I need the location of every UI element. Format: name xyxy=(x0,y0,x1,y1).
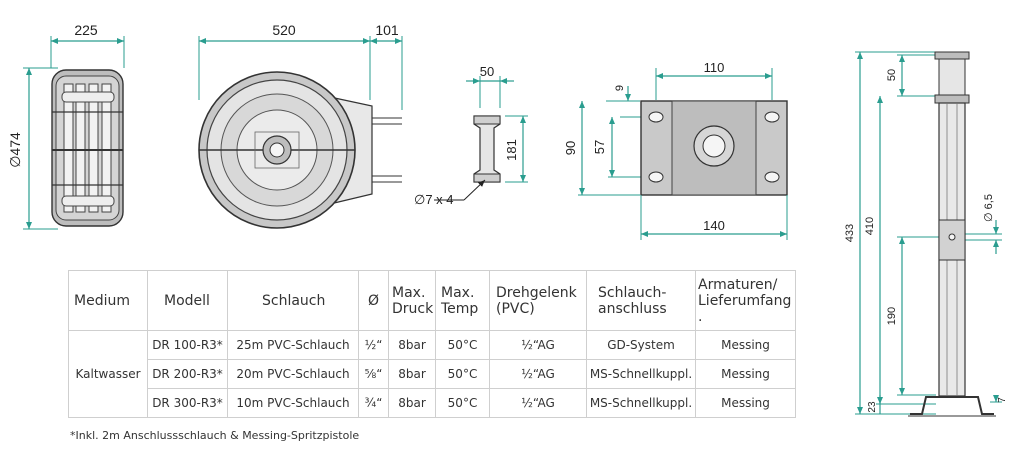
side-view-drawing: 225 ∅474 xyxy=(7,22,125,230)
pressure-cell: 8bar xyxy=(388,388,436,418)
model-cell: DR 100-R3* xyxy=(147,330,228,360)
footnote: *Inkl. 2m Anschlussschlauch & Messing-Sp… xyxy=(70,429,360,442)
connection-cell: MS-Schnellkuppl. xyxy=(586,359,696,389)
swivel-cell: ½“AG xyxy=(489,388,587,418)
table-row: Kaltwasser DR 100-R3* 25m PVC-Schlauch ½… xyxy=(68,330,796,418)
hose-cell: 10m PVC-Schlauch xyxy=(227,388,359,418)
pressure-cell: 8bar xyxy=(388,359,436,389)
stand-base-label: 23 xyxy=(867,401,878,413)
header-medium: Medium xyxy=(68,270,148,331)
temp-cell: 50°C xyxy=(435,330,490,360)
diameter-cell: ¾“ xyxy=(358,388,389,418)
header-temp: Max.Temp xyxy=(435,270,490,331)
side-width-label: 225 xyxy=(74,22,98,38)
header-fittings: Armaturen/Lieferumfang . xyxy=(695,270,796,331)
hose-cell: 20m PVC-Schlauch xyxy=(227,359,359,389)
stand-total-label: 433 xyxy=(844,224,856,242)
header-swivel: Drehgelenk(PVC) xyxy=(489,270,587,331)
side-diameter-label: ∅474 xyxy=(7,132,23,168)
header-model: Modell xyxy=(147,270,228,331)
temp-cell: 50°C xyxy=(435,359,490,389)
diameter-cell: ½“ xyxy=(358,330,389,360)
table-row: DR 300-R3* 10m PVC-Schlauch ¾“ 8bar 50°C… xyxy=(69,388,796,418)
fittings-cell: Messing xyxy=(695,330,796,360)
bracket-view-drawing: 50 181 ∅7 x 4 xyxy=(414,64,528,207)
header-connection: Schlauch-anschluss xyxy=(586,270,696,331)
stand-view-drawing: 433 50 410 190 23 ∅ 6,5 7 xyxy=(844,51,1008,417)
model-cell: DR 200-R3* xyxy=(147,359,228,389)
header-diameter: Ø xyxy=(358,270,389,331)
header-pressure: Max.Druck xyxy=(388,270,436,331)
medium-cell: Kaltwasser xyxy=(68,330,148,418)
bracket-holes-label: ∅7 x 4 xyxy=(414,192,454,207)
plate-height-label: 90 xyxy=(563,141,578,155)
plate-view-drawing: 110 9 90 57 140 xyxy=(563,60,788,240)
plate-top-label: 110 xyxy=(704,60,725,75)
plate-hole-label: 9 xyxy=(614,85,626,91)
header-hose: Schlauch xyxy=(227,270,359,331)
temp-cell: 50°C xyxy=(435,388,490,418)
fittings-cell: Messing xyxy=(695,388,796,418)
stand-foot-label: 7 xyxy=(997,397,1008,403)
swivel-cell: ½“AG xyxy=(489,330,587,360)
stand-mid-label: 410 xyxy=(864,217,876,235)
front-offset-label: 101 xyxy=(375,22,399,38)
connection-cell: GD-System xyxy=(586,330,696,360)
front-view-drawing: 520 101 xyxy=(198,22,403,229)
fittings-cell: Messing xyxy=(695,359,796,389)
stand-top-label: 50 xyxy=(886,69,898,81)
bracket-width-label: 50 xyxy=(480,64,494,79)
plate-bottom-label: 140 xyxy=(703,218,725,233)
diameter-cell: ⅝“ xyxy=(358,359,389,389)
table-header-row: Medium Modell Schlauch Ø Max.Druck Max.T… xyxy=(68,270,796,331)
stand-hole-label: ∅ 6,5 xyxy=(983,194,995,222)
plate-inner-label: 57 xyxy=(592,140,607,154)
bracket-height-label: 181 xyxy=(504,139,519,161)
table-row: DR 200-R3* 20m PVC-Schlauch ⅝“ 8bar 50°C… xyxy=(69,359,796,389)
pressure-cell: 8bar xyxy=(388,330,436,360)
model-cell: DR 300-R3* xyxy=(147,388,228,418)
product-table: Medium Modell Schlauch Ø Max.Druck Max.T… xyxy=(68,270,796,418)
hose-cell: 25m PVC-Schlauch xyxy=(227,330,359,360)
stand-low-label: 190 xyxy=(886,307,898,325)
front-width-label: 520 xyxy=(272,22,296,38)
connection-cell: MS-Schnellkuppl. xyxy=(586,388,696,418)
swivel-cell: ½“AG xyxy=(489,359,587,389)
